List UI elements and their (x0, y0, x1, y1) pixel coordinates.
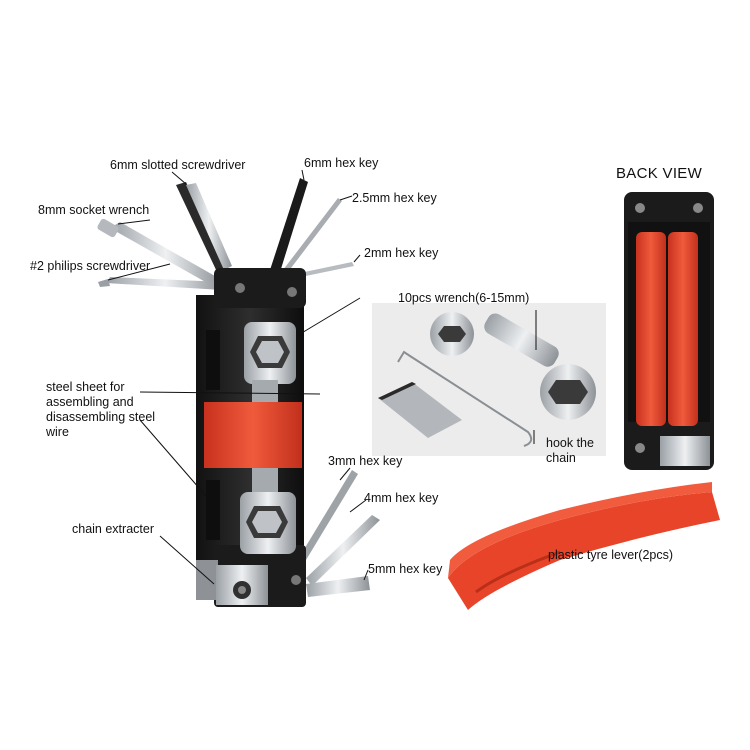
accessory-panel (372, 303, 606, 456)
label-hook-chain: hook the chain (546, 436, 594, 465)
label-steel-sheet: steel sheet for assembling and disassemb… (46, 380, 156, 439)
lower-tool-fan (300, 470, 380, 597)
label-4mm-hex-key: 4mm hex key (364, 491, 439, 505)
label-6mm-hex-key: 6mm hex key (304, 156, 379, 170)
label-back-view: BACK VIEW (616, 165, 703, 182)
tyre-levers (448, 482, 720, 610)
label-slotted-screwdriver: 6mm slotted screwdriver (110, 158, 246, 172)
label-3mm-hex-key: 3mm hex key (328, 454, 403, 468)
label-2-5mm-hex-key: 2.5mm hex key (352, 191, 437, 205)
label-8mm-socket-wrench: 8mm socket wrench (38, 203, 150, 217)
upper-tool-fan (97, 178, 354, 290)
back-view-tool (624, 192, 714, 470)
label-tyre-lever: plastic tyre lever(2pcs) (548, 548, 674, 562)
label-philips-screwdriver: #2 philips screwdriver (30, 259, 151, 273)
label-10pcs-wrench: 10pcs wrench(6-15mm) (398, 291, 530, 305)
leader-lines (107, 169, 537, 585)
label-5mm-hex-key: 5mm hex key (368, 562, 443, 576)
main-tool-body (196, 268, 306, 607)
label-chain-extracter: chain extracter (72, 522, 154, 536)
label-2mm-hex-key: 2mm hex key (364, 246, 439, 260)
